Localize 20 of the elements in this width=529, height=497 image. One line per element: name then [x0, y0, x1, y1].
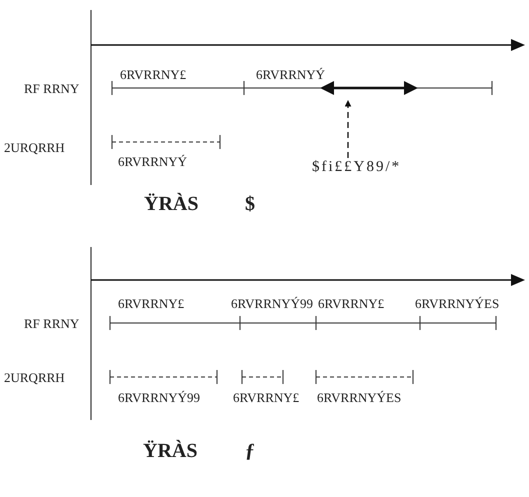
segment-label: 6RVRRNY£: [233, 390, 300, 405]
panel-caption: ŸRÀS: [143, 440, 198, 462]
segment-label: 6RVRRNY£: [318, 296, 384, 311]
segment-label: 6RVRRNYÝ: [256, 67, 326, 82]
panel-caption: ƒ: [245, 440, 255, 462]
segment-label: 6RVRRNYÝ99: [231, 296, 314, 311]
segment-label: 6RVRRNY£: [118, 296, 184, 311]
panel-caption: $: [245, 193, 255, 215]
panel-caption: ŸRÀS: [144, 193, 198, 215]
leader-arrow: [344, 100, 352, 158]
segment-label: 6RVRRNY£: [120, 67, 186, 82]
segment-label: 6RVRRNYÝ: [118, 154, 188, 169]
row-label: RF RRNY: [24, 316, 80, 331]
segment-label: 6RVRRNYÝES: [317, 390, 402, 405]
annotation-text: $fi££Y89/*: [312, 160, 402, 175]
row-label: 2URQRRH: [4, 140, 65, 155]
row-label: 2URQRRH: [4, 370, 65, 385]
segment-label: 6RVRRNYÝES: [415, 296, 500, 311]
segment-label: 6RVRRNYÝ99: [118, 390, 200, 405]
row-label: RF RRNY: [24, 81, 80, 96]
